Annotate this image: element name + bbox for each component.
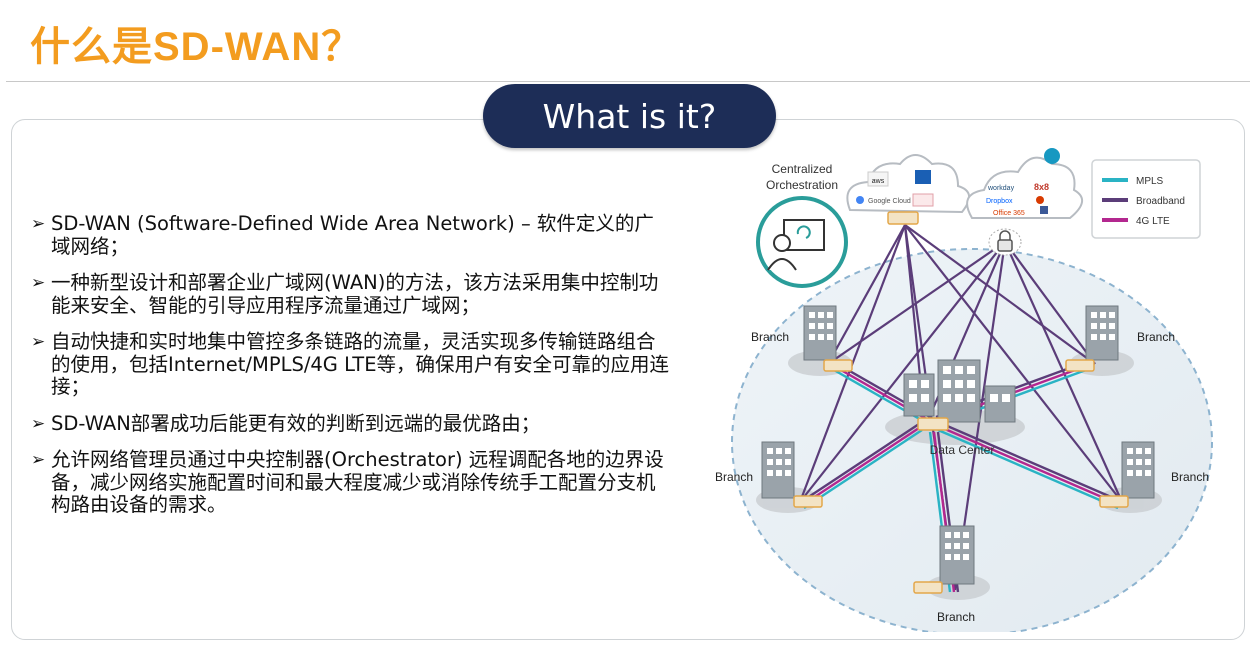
broadband-links [798, 224, 1124, 591]
cloud-left-device-icon [887, 211, 919, 225]
arrow-bullet-icon: ➢ [31, 413, 46, 434]
bullet-item: ➢允许网络管理员通过中央控制器(Orchestrator) 远程调配各地的边界设… [31, 448, 671, 517]
branch-label: Branch [715, 470, 753, 484]
data-center-device-icon [917, 417, 949, 431]
lock-icon [988, 228, 1022, 256]
branch-bottom: Branch [913, 525, 975, 624]
branch-top-left: Branch [751, 305, 853, 372]
legend-item-broadband: Broadband [1136, 196, 1185, 207]
legend: MPLS Broadband 4G LTE [1091, 159, 1201, 239]
title-divider [6, 81, 1250, 82]
cloud-left-label-gcloud: Google Cloud [868, 198, 911, 205]
bullet-text: 允许网络管理员通过中央控制器(Orchestrator) 远程调配各地的边界设备… [51, 448, 664, 516]
data-center-label: Data Center [930, 443, 995, 457]
bullet-text: SD-WAN部署成功后能更有效的判断到远端的最优路由； [51, 411, 541, 435]
branch-label: Branch [1171, 470, 1209, 484]
bullet-item: ➢一种新型设计和部署企业广域网(WAN)的方法，该方法采用集中控制功能来安全、智… [31, 271, 671, 317]
page-title: 什么是SD-WAN？ [30, 25, 363, 69]
saas-cloud-right: workday 8x8 Dropbox Office 365 [966, 148, 1083, 219]
orchestration-label-line2: Orchestration [766, 178, 838, 192]
orchestration-label-line1: Centralized [772, 162, 833, 176]
cloud-right-label-office: Office 365 [993, 210, 1025, 217]
sd-wan-diagram: aws Google Cloud workday 8x8 Dropbox Off… [715, 148, 1213, 632]
arrow-bullet-icon: ➢ [31, 332, 46, 352]
bullet-list: ➢SD-WAN (Software-Defined Wide Area Netw… [31, 212, 671, 531]
branch-mid-right: Branch [1099, 441, 1209, 508]
what-is-it-badge: What is it? [483, 84, 776, 148]
cloud-right-label-workday: workday [987, 185, 1015, 192]
cloud-right-label-8x8: 8x8 [1034, 182, 1049, 192]
branch-label: Branch [937, 610, 975, 624]
arrow-bullet-icon: ➢ [31, 214, 46, 234]
bullet-text: 自动快捷和实时地集中管控多条链路的流量，灵活实现多传输链路组合的使用，包括Int… [51, 330, 670, 398]
branch-top-right: Branch [1065, 305, 1175, 372]
branch-mid-left: Branch [715, 441, 823, 508]
bullet-text: 一种新型设计和部署企业广域网(WAN)的方法，该方法采用集中控制功能来安全、智能… [51, 271, 659, 317]
cloud-left-label-aws: aws [872, 178, 885, 185]
bullet-text: SD-WAN (Software-Defined Wide Area Netwo… [51, 212, 654, 258]
arrow-bullet-icon: ➢ [31, 273, 46, 293]
branch-label: Branch [751, 330, 789, 344]
bullet-item: ➢SD-WAN (Software-Defined Wide Area Netw… [31, 212, 671, 258]
bullet-item: ➢SD-WAN部署成功后能更有效的判断到远端的最优路由； [31, 411, 671, 436]
saas-cloud-left: aws Google Cloud [846, 154, 970, 225]
cloud-right-label-dropbox: Dropbox [986, 198, 1013, 205]
bullet-item: ➢自动快捷和实时地集中管控多条链路的流量，灵活实现多传输链路组合的使用，包括In… [31, 330, 671, 399]
branch-label: Branch [1137, 330, 1175, 344]
legend-item-4g-lte: 4G LTE [1136, 216, 1170, 227]
orchestrator-icon [756, 196, 848, 288]
legend-item-mpls: MPLS [1136, 176, 1164, 187]
arrow-bullet-icon: ➢ [31, 450, 46, 470]
